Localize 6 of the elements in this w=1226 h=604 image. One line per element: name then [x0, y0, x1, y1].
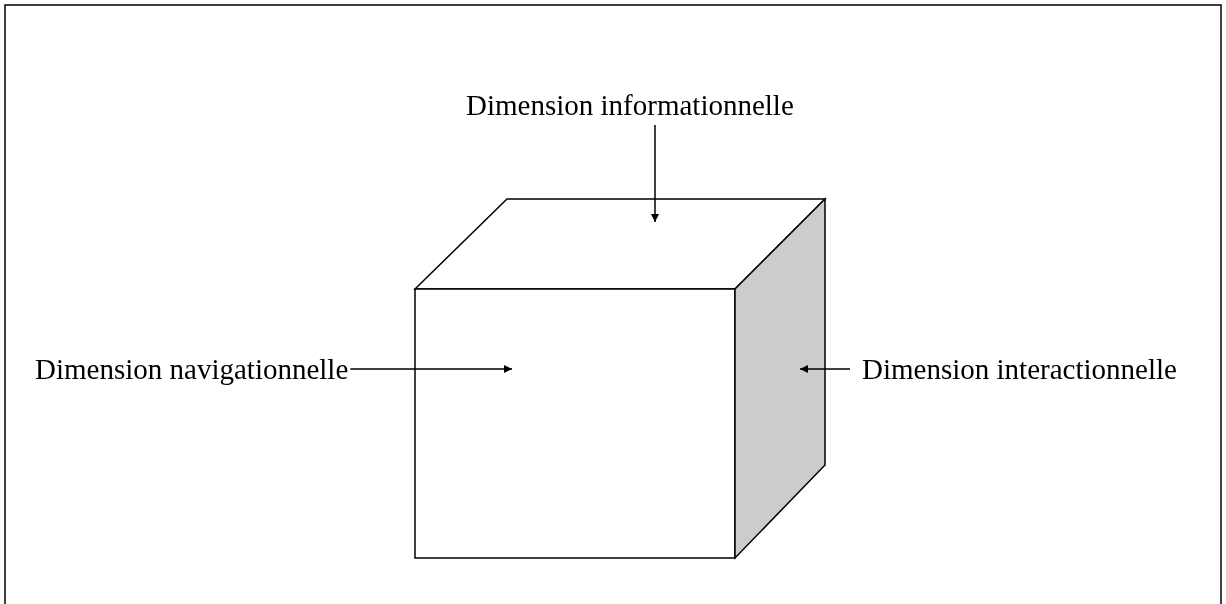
dimension-label: Dimension interactionnelle — [862, 353, 1177, 385]
arrow — [651, 124, 659, 223]
arrow — [799, 365, 851, 373]
dimension-label: Dimension informationnelle — [466, 89, 794, 121]
dimension-label: Dimension navigationnelle — [35, 353, 349, 385]
arrow — [349, 365, 513, 373]
